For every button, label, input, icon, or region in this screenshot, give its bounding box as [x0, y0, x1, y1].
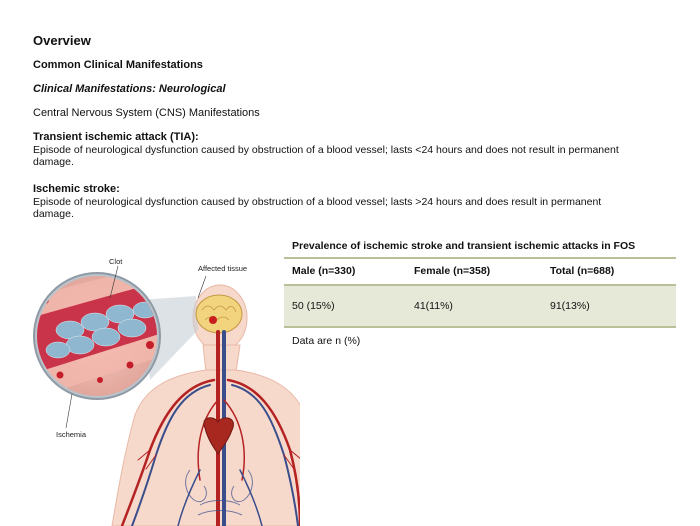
tia-text: Episode of neurological dysfunction caus… — [33, 144, 619, 168]
brain-icon — [195, 294, 243, 334]
table-header-male: Male (n=330) — [292, 265, 356, 277]
ischemia-label: Ischemia — [56, 430, 87, 439]
subsection-title: Clinical Manifestations: Neurological — [33, 83, 226, 95]
table-rule-mid — [284, 284, 676, 286]
affected-tissue-label: Affected tissue — [198, 264, 248, 273]
magnified-vessel-lens — [33, 272, 161, 400]
table-note: Data are n (%) — [292, 335, 361, 347]
tia-definition: Transient ischemic attack (TIA): Episode… — [33, 131, 623, 168]
table-row — [284, 286, 676, 326]
table-header-female: Female (n=358) — [414, 265, 491, 277]
table-title: Prevalence of ischemic stroke and transi… — [292, 240, 636, 252]
table-rule-bottom — [284, 326, 676, 328]
table-cell-total: 91(13%) — [550, 300, 590, 312]
page-title: Overview — [33, 33, 91, 48]
table-cell-female: 41(11%) — [414, 300, 453, 312]
stroke-text: Episode of neurological dysfunction caus… — [33, 196, 602, 220]
table-rule-top — [284, 257, 676, 259]
stroke-definition: Ischemic stroke: Episode of neurological… — [33, 183, 623, 220]
clot-label: Clot — [109, 257, 123, 266]
heart-icon — [203, 417, 234, 455]
label-lines — [65, 265, 207, 429]
table-cell-male: 50 (15%) — [292, 300, 335, 312]
stroke-title: Ischemic stroke: — [33, 183, 120, 195]
organ-network — [185, 469, 253, 516]
cns-label: Central Nervous System (CNS) Manifestati… — [33, 107, 260, 119]
section-title: Common Clinical Manifestations — [33, 59, 203, 71]
table-header-total: Total (n=688) — [550, 265, 615, 277]
circulation-illustration — [33, 265, 300, 526]
tia-title: Transient ischemic attack (TIA): — [33, 131, 199, 143]
